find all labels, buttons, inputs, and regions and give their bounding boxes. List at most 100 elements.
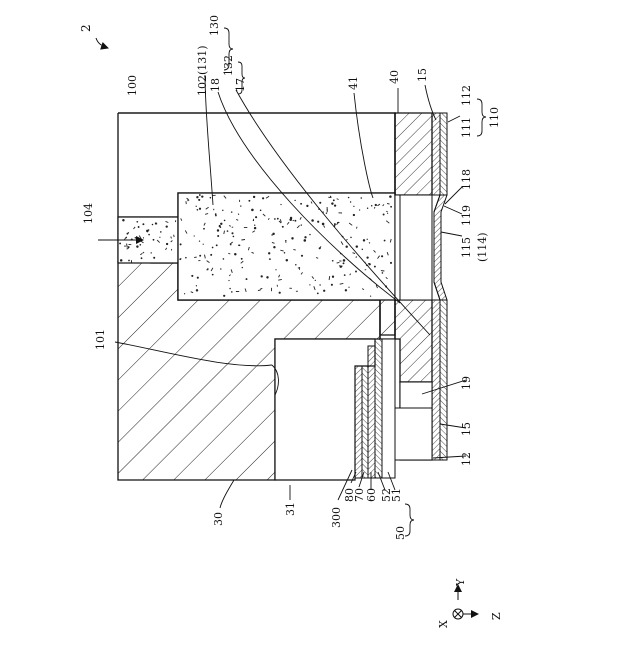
layer-52 (375, 339, 382, 478)
resin-speckle-dot (135, 237, 137, 239)
label-12: 12 (460, 452, 473, 466)
label-18: 18 (209, 78, 222, 92)
resin-speckle-dot (345, 289, 347, 291)
resin-speckle-dot (290, 217, 292, 219)
resin-speckle-dot (343, 259, 346, 262)
resin-speckle-dot (143, 237, 144, 238)
resin-speckle-dot (367, 208, 368, 209)
resin-speckle-dot (203, 244, 204, 245)
resin-speckle-dot (384, 240, 386, 242)
layer-51 (382, 339, 395, 478)
resin-speckle-stroke (387, 204, 390, 205)
resin-speckle-dot (266, 276, 268, 278)
resin-speckle-dot (139, 244, 141, 246)
resin-speckle-dot (242, 267, 243, 268)
resin-speckle-stroke (328, 197, 331, 198)
resin-speckle-dot (353, 206, 354, 207)
resin-speckle-dot (369, 242, 370, 243)
resin-speckle-dot (199, 208, 201, 210)
resin-speckle-dot (332, 260, 334, 262)
component-40 (395, 113, 432, 195)
resin-speckle-dot (304, 239, 307, 242)
resin-speckle-dot (248, 200, 250, 202)
resin-speckle-dot (323, 290, 325, 292)
resin-speckle-dot (196, 196, 198, 198)
resin-speckle-dot (317, 292, 319, 294)
resin-speckle-dot (301, 224, 302, 225)
resin-speckle-dot (160, 231, 162, 233)
resin-speckle-dot (340, 265, 342, 267)
resin-speckle-dot (196, 285, 197, 286)
wall-111 (432, 113, 440, 195)
resin-speckle-dot (282, 226, 284, 228)
resin-speckle-dot (153, 257, 155, 259)
resin-speckle-dot (269, 258, 271, 260)
resin-41 (395, 195, 432, 300)
resin-speckle-dot (355, 271, 357, 273)
resin-speckle-stroke (174, 235, 175, 237)
resin-speckle-dot (197, 277, 199, 279)
label-19: 19 (460, 376, 473, 390)
resin-speckle-dot (309, 284, 310, 285)
resin-speckle-dot (148, 234, 150, 236)
resin-speckle-dot (223, 258, 225, 260)
resin-speckle-dot (210, 254, 212, 256)
resin-speckle-dot (138, 226, 140, 228)
resin-speckle-dot (359, 209, 360, 210)
resin-speckle-stroke (357, 227, 358, 229)
axis-indicator (453, 585, 478, 619)
wall-112 (440, 113, 447, 195)
resin-speckle-dot (275, 269, 276, 270)
resin-speckle-dot (155, 222, 157, 224)
label-40: 40 (388, 70, 401, 84)
wall-recess-outer (434, 195, 447, 300)
resin-speckle-dot (274, 218, 276, 220)
resin-speckle-dot (326, 212, 327, 213)
resin-speckle-dot (251, 209, 254, 212)
resin-speckle-dot (367, 239, 368, 240)
resin-speckle-dot (350, 201, 351, 202)
label-130: 130 (208, 15, 221, 36)
resin-speckle-dot (229, 288, 231, 290)
resin-speckle-dot (350, 237, 352, 239)
resin-speckle-dot (254, 225, 255, 226)
resin-speckle-dot (363, 239, 365, 241)
resin-speckle-dot (180, 258, 181, 259)
resin-speckle-dot (375, 204, 377, 206)
resin-speckle-dot (293, 220, 294, 221)
resin-speckle-dot (234, 253, 236, 255)
label-50: 50 (394, 526, 407, 540)
resin-speckle-stroke (241, 240, 245, 241)
component-40-lower (395, 300, 432, 382)
resin-speckle-dot (184, 293, 185, 294)
resin-speckle-dot (150, 252, 151, 253)
resin-speckle-dot (344, 274, 346, 276)
label-101: 101 (94, 329, 107, 350)
resin-speckle-dot (382, 272, 384, 274)
resin-speckle-dot (262, 197, 264, 199)
resin-speckle-dot (153, 239, 155, 241)
resin-speckle-dot (273, 246, 275, 248)
label-111: 111 (460, 117, 473, 138)
resin-speckle-dot (231, 232, 233, 234)
region-12 (395, 408, 432, 460)
resin-speckle-dot (212, 247, 214, 249)
resin-speckle-dot (220, 223, 222, 225)
resin-speckle-dot (317, 221, 319, 223)
resin-speckle-dot (196, 206, 197, 207)
resin-speckle-dot (311, 219, 314, 222)
label-132: 132 (222, 55, 235, 76)
resin-speckle-dot (319, 247, 321, 249)
resin-speckle-dot (291, 237, 293, 239)
resin-speckle-dot (345, 245, 347, 247)
brace-110 (477, 99, 486, 136)
resin-speckle-dot (261, 275, 263, 277)
resin-speckle-dot (381, 255, 383, 257)
resin-speckle-dot (246, 278, 248, 280)
resin-speckle-dot (231, 211, 232, 212)
label-17: 17 (234, 78, 247, 92)
layer-60 (368, 346, 375, 478)
resin-speckle-dot (280, 204, 281, 205)
resin-speckle-dot (306, 205, 308, 207)
